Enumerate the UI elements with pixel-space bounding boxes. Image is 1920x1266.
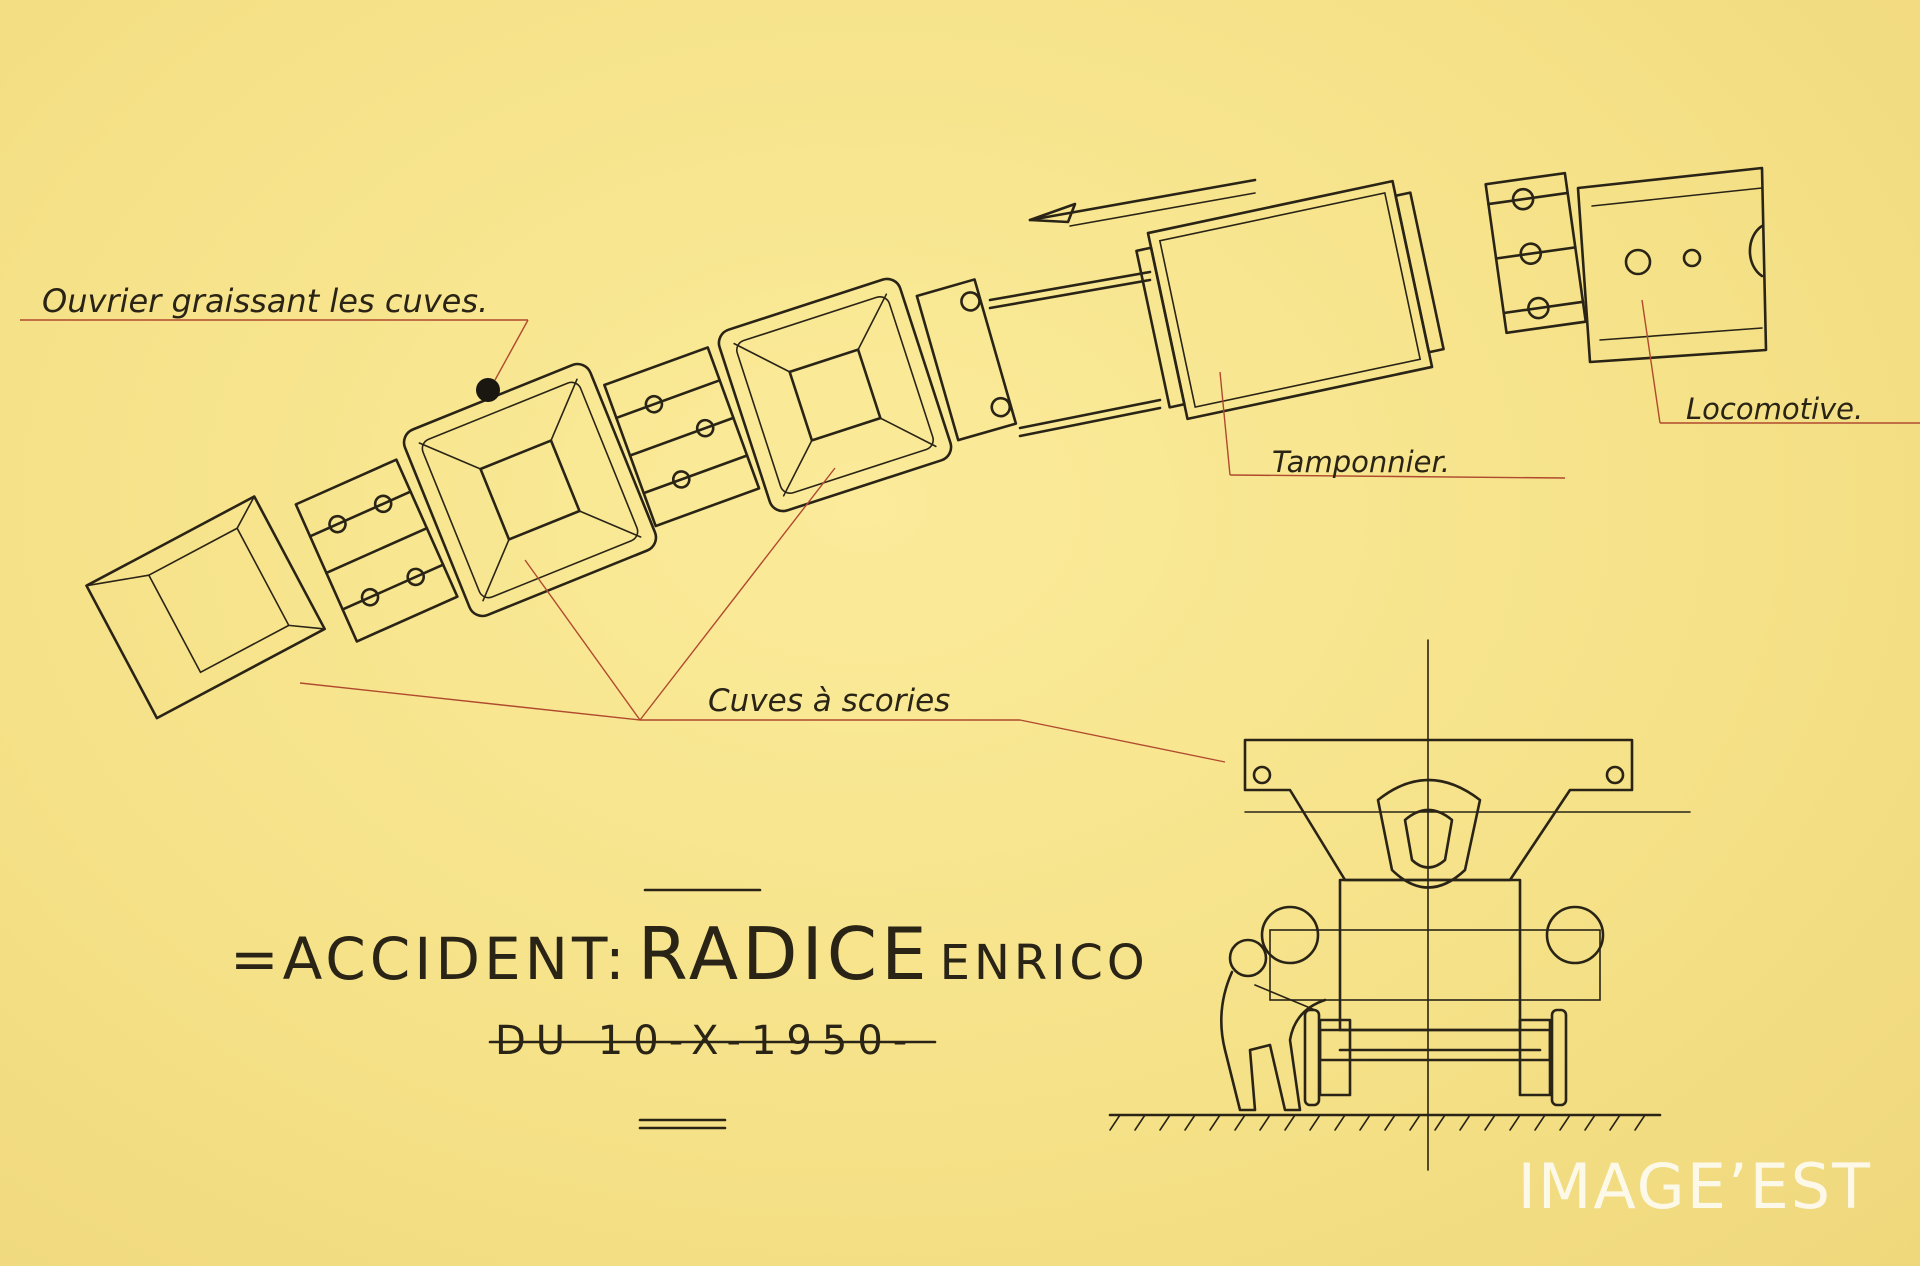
buffers-loco bbox=[1484, 171, 1588, 335]
victim-firstname: ENRICO bbox=[939, 935, 1149, 991]
leader-lines bbox=[20, 299, 1920, 763]
tamponnier-wagon bbox=[1135, 179, 1445, 421]
victim-surname: RADICE bbox=[637, 912, 931, 996]
watermark: IMAGE’EST bbox=[1517, 1150, 1872, 1223]
direction-arrow bbox=[1028, 178, 1257, 227]
accident-title: =ACCIDENT: RADICE ENRICO bbox=[230, 912, 1149, 996]
title-decoration bbox=[488, 888, 937, 1130]
left-partial-tank bbox=[85, 495, 326, 720]
accident-prefix: =ACCIDENT: bbox=[230, 925, 629, 993]
locomotive-front bbox=[1576, 166, 1768, 364]
worker-dot bbox=[476, 378, 500, 402]
label-cuves: Cuves à scories bbox=[708, 683, 951, 719]
accident-date: DU 10-X-1950- bbox=[495, 1018, 918, 1064]
slag-tank-2 bbox=[717, 277, 953, 513]
label-ouvrier: Ouvrier graissant les cuves. bbox=[42, 282, 489, 320]
label-tamponnier: Tamponnier. bbox=[1272, 445, 1450, 479]
coupling-left bbox=[294, 458, 459, 643]
tow-bars bbox=[988, 270, 1162, 438]
slag-tank-1 bbox=[402, 362, 658, 618]
coupling-right bbox=[915, 278, 1018, 442]
label-locomotive: Locomotive. bbox=[1686, 392, 1864, 426]
worker-figure bbox=[1220, 938, 1327, 1112]
slag-car-elevation bbox=[1108, 639, 1691, 1171]
coupling-middle bbox=[603, 346, 761, 528]
